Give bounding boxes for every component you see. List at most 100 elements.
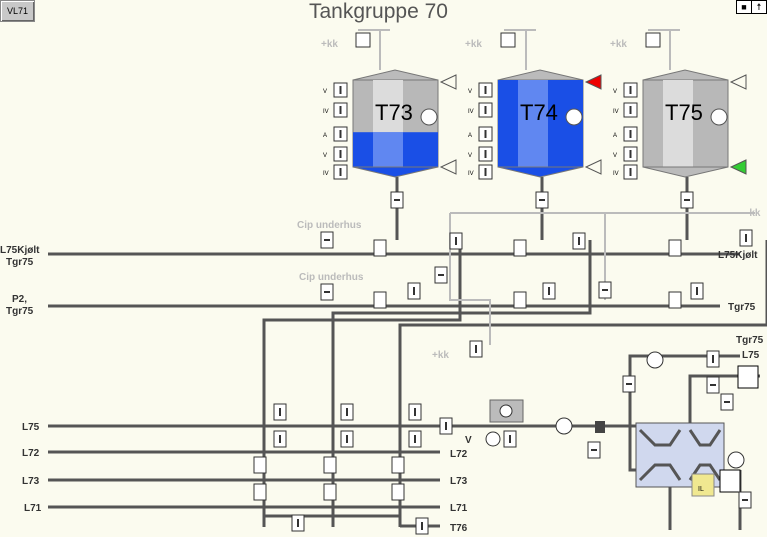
valve[interactable]: [320, 283, 334, 301]
valve[interactable]: [503, 430, 517, 448]
valve[interactable]: [390, 191, 404, 209]
left-label-tgr75-2: Tgr75: [6, 306, 34, 317]
label-v: V: [465, 435, 472, 446]
mixproof-valve[interactable]: [323, 456, 337, 474]
tank-valve-label: IV: [468, 171, 474, 177]
mixproof-valve[interactable]: [253, 483, 267, 501]
tank-label: T73: [375, 100, 413, 125]
mixproof-valve[interactable]: [391, 456, 405, 474]
level-gauge-icon: [710, 108, 728, 126]
valve[interactable]: [572, 232, 586, 250]
label-tgr75-top: Tgr75: [736, 335, 764, 346]
pump-icon[interactable]: [555, 417, 573, 435]
mixproof-valve[interactable]: [513, 291, 527, 309]
cooling-valve[interactable]: [645, 32, 661, 48]
tank-valve-label: IV: [613, 109, 619, 115]
right-label-l75kjolt: L75Kjølt: [718, 250, 758, 261]
mixproof-valve[interactable]: [391, 483, 405, 501]
mixproof-valve[interactable]: [513, 239, 527, 257]
tank-valve-label: IV: [323, 171, 329, 177]
lamp-icon: [499, 404, 513, 418]
level-gauge-icon: [565, 108, 583, 126]
exit-person-icon[interactable]: ☨: [751, 0, 767, 14]
left-label-tgr75-1: Tgr75: [6, 257, 34, 268]
valve[interactable]: [408, 403, 422, 421]
valve[interactable]: [542, 282, 556, 300]
plus-kk-label-t74: +kk: [465, 39, 482, 50]
output-label-t76: T76: [450, 523, 468, 534]
page-title: Tankgruppe 70: [309, 0, 448, 23]
mixproof-valve[interactable]: [373, 291, 387, 309]
tank-valve-label: A: [613, 133, 617, 139]
valve[interactable]: [449, 232, 463, 250]
mixproof-valve[interactable]: [668, 291, 682, 309]
valve[interactable]: [291, 514, 305, 532]
valve[interactable]: [273, 403, 287, 421]
sensor-block: [595, 421, 605, 433]
cip-pipes: [358, 29, 755, 345]
tank-label: T74: [520, 100, 558, 125]
tank-valve-label: V: [468, 153, 472, 159]
input-label-l71: L71: [24, 503, 42, 514]
valve[interactable]: [434, 266, 448, 284]
mixproof-valve[interactable]: [323, 483, 337, 501]
tank-valve-label: A: [468, 133, 472, 139]
input-label-l75: L75: [22, 422, 40, 433]
output-label-l72: L72: [450, 449, 468, 460]
valve[interactable]: [598, 281, 612, 299]
valve[interactable]: [439, 417, 453, 435]
valve[interactable]: [408, 430, 422, 448]
valve[interactable]: [340, 403, 354, 421]
tank-valve-label: IV: [323, 109, 329, 115]
valve[interactable]: [622, 375, 636, 393]
valve[interactable]: [738, 491, 752, 509]
tank-valve-label: IV: [468, 109, 474, 115]
tank-valve-label: A: [323, 133, 327, 139]
mixproof-valve[interactable]: [668, 239, 682, 257]
valve[interactable]: [720, 393, 734, 411]
minus-kk-label: -kk: [746, 208, 761, 219]
tank-valve-label: V: [323, 89, 327, 95]
valve[interactable]: [587, 441, 601, 459]
pump-icon[interactable]: [727, 451, 745, 469]
valve[interactable]: [273, 430, 287, 448]
valve[interactable]: [680, 191, 694, 209]
tank-valve-label: IV: [613, 171, 619, 177]
valve[interactable]: [690, 282, 704, 300]
il-indicator[interactable]: [691, 473, 715, 497]
plus-kk-label-t73: +kk: [321, 39, 338, 50]
mixproof-valve[interactable]: [373, 239, 387, 257]
valve[interactable]: [320, 231, 334, 249]
high-level-alarm-icon: [584, 74, 602, 90]
high-level-alarm-icon: [729, 74, 747, 90]
low-level-alarm-icon: [439, 159, 457, 175]
display-box[interactable]: [737, 365, 759, 389]
valve[interactable]: [706, 350, 720, 368]
valve[interactable]: [469, 340, 483, 358]
label-l75-top: L75: [742, 350, 760, 361]
valve[interactable]: [739, 229, 753, 247]
valve[interactable]: [415, 517, 429, 535]
output-label-l73: L73: [450, 476, 468, 487]
valve[interactable]: [706, 376, 720, 394]
valve[interactable]: [340, 430, 354, 448]
valve[interactable]: [407, 282, 421, 300]
cooling-valve[interactable]: [355, 32, 371, 48]
input-label-l73: L73: [22, 476, 40, 487]
left-label-p2: P2,: [12, 294, 27, 305]
valve[interactable]: [535, 191, 549, 209]
tank-label: T75: [665, 100, 703, 125]
display-box-2[interactable]: [719, 469, 741, 493]
cooling-valve[interactable]: [500, 32, 516, 48]
cip-underhus-label-1: Cip underhus: [297, 220, 362, 231]
plus-kk-label-t75: +kk: [610, 39, 627, 50]
tank-valve-label: V: [468, 89, 472, 95]
pump-icon[interactable]: [646, 351, 664, 369]
vl71-button[interactable]: VL71: [0, 0, 35, 22]
il-label: IL: [698, 486, 704, 493]
mixproof-valve[interactable]: [253, 456, 267, 474]
